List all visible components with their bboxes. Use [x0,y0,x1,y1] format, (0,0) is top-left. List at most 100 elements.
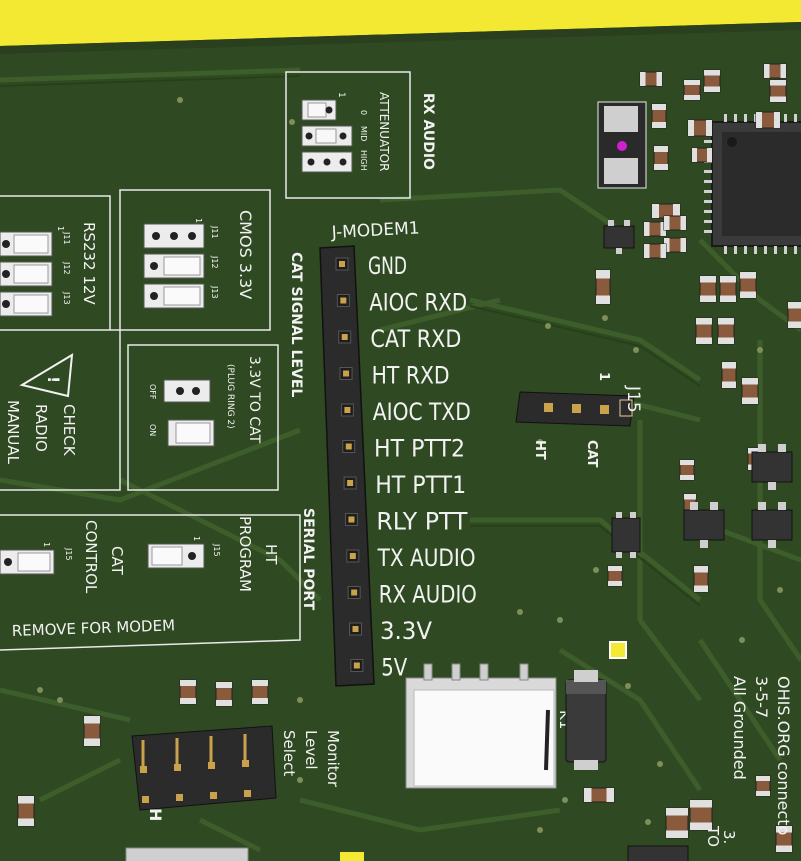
smd-part-32 [251,679,269,705]
smd-part-10 [691,147,713,163]
bottom-connector [125,847,249,861]
rs232-section: RS232 12V 1 J11 J12 J13 [0,195,111,330]
cmos-title: CMOS 3.3V [236,210,255,299]
cat-signal-level-label: CAT SIGNAL LEVEL [288,252,304,397]
monitor-header-pins[interactable] [140,760,251,803]
attenuator-label: ATTENUATOR [377,92,391,171]
ht-program-jumper[interactable] [147,543,205,569]
j-modem1-designator: J-MODEM1 [330,218,420,243]
attenuator-jumper-high[interactable] [301,151,353,173]
connector-pin-label-9: TX AUDIO [377,544,476,572]
connector-pin-label-1: GND [368,252,407,280]
monitor-h-label: H [146,808,165,821]
cat-control-line2: CONTROL [82,520,100,594]
smd-part-6 [651,103,667,129]
ohis-line2: 3-5-7 [752,676,771,718]
relay-silk-mark [544,709,550,771]
j15-pin-ht[interactable] [544,403,553,412]
smd-part-8 [755,111,781,129]
connector-pin-contact-4 [343,370,350,377]
monitor-header-posts [141,734,247,766]
rs232-jumper-j11[interactable] [0,231,53,257]
connector-pin-contact-6 [345,443,352,450]
connector-pin-contact-12 [353,662,360,669]
connector-pin-contact-5 [344,407,351,413]
rx-audio-outline [285,71,411,199]
smd-part-30 [179,679,197,705]
connector-pin-label-7: HT PTT1 [375,471,466,499]
j15-pin-cat[interactable] [600,399,633,417]
warning-manual: MANUAL [4,400,22,465]
connector-pin-contact-9 [349,553,356,559]
smd-part-35 [583,787,615,803]
smd-part-16 [595,269,611,305]
attenuator-jumper-0[interactable] [301,99,337,121]
rs232-title: RS232 12V [80,222,98,305]
smd-part-22 [787,301,801,329]
cat-control-jumper[interactable] [0,549,55,575]
smd-part-24 [741,377,759,405]
connector-pin-contact-1 [339,261,345,267]
connector-pin-label-10: RX AUDIO [379,581,477,609]
warning-exclaim: ! [44,376,63,383]
connector-pin-contact-11 [352,626,359,632]
cat-power-on: ON [148,424,157,436]
j15-ht-label: HT [532,440,547,460]
cat-control-line1: CAT [108,546,126,576]
ohis-line1: OHIS.ORG connecto [774,676,793,835]
smd-part-14 [643,243,667,259]
monitor-line3: Select [280,730,298,776]
board-edge-shadow [0,22,801,54]
connector-pin-label-5: AIOC TXD [373,398,471,426]
smd-part-12 [643,221,667,237]
rs232-pin-one: 1 [56,226,65,231]
ohis-line3: All Grounded [730,676,749,780]
smd-part-7 [687,119,713,137]
monitor-level-section: H Monitor Level Select [131,725,342,821]
cmos-outline [119,189,271,331]
smd-part-9 [653,145,669,171]
smd-part-4 [763,63,787,79]
ht-program-jumper-label: J15 [212,543,221,557]
relay-k1: K1 [405,663,574,789]
smd-part-28 [693,565,709,593]
attenuator-pos-mid: MID [359,126,368,141]
crystal [597,101,647,189]
smd-part-1 [639,71,663,87]
smd-part-20 [695,317,713,345]
smd-part-19 [739,271,757,299]
cmos-jumper-j12[interactable] [143,253,205,279]
cmos-jumper-j11[interactable] [143,223,205,249]
j-modem1-connector: J-MODEM1 CAT SIGNAL LEVEL SERIAL PORT GN… [288,218,477,687]
cat-power-jumper-on[interactable] [167,419,215,447]
cat-power-title: 3.3V TO CAT [246,356,262,444]
j15-pin-mid[interactable] [572,404,581,413]
rs232-jumper-j12[interactable] [0,261,53,287]
j15-header: J15 1 HT CAT [515,372,643,468]
warning-outline [0,329,121,491]
warning-check: CHECK [60,404,78,457]
smd-part-37 [689,799,713,831]
smd-part-13 [663,237,687,253]
connector-pin-label-4: HT RXD [372,362,450,390]
attenuator-jumper-mid[interactable] [301,125,353,147]
relay-pins [423,663,529,681]
cat-power-jumper-off[interactable] [163,379,211,403]
cmos-jumper-j13[interactable] [143,283,205,309]
pin-header-body [319,245,375,687]
rx-audio-title: RX AUDIO [420,93,436,170]
microcontroller-ic [704,114,801,254]
rs232-jumper-j13[interactable] [0,291,53,317]
rs232-j11: J11 [62,231,71,245]
cat-control-jumper-label: J15 [64,547,73,561]
monitor-header-body [131,725,277,811]
cat-power-section: 3.3V TO CAT (PLUG RING 2) OFF ON [127,344,279,491]
smd-part-39 [775,825,793,853]
smd-part-25 [679,459,695,481]
j15-cat-label: CAT [584,440,599,468]
sot-chip-leads [608,220,786,558]
warning-section: ! CHECK RADIO MANUAL [0,329,121,491]
